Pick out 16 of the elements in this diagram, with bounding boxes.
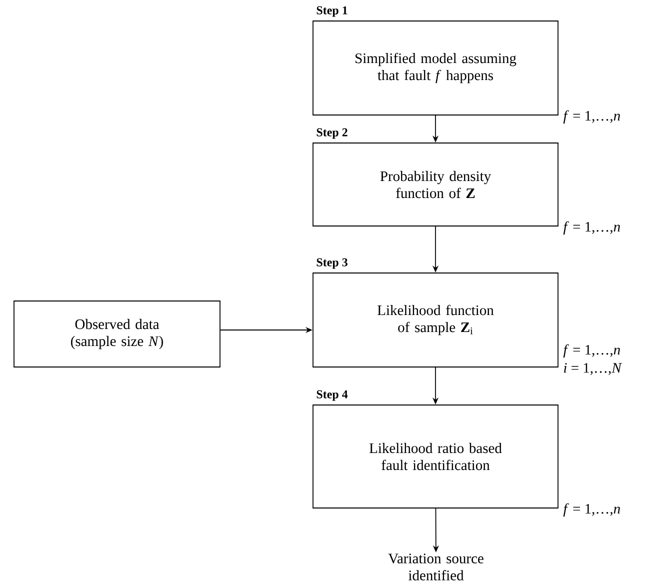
index-range: i = 1,…,N <box>564 363 622 375</box>
result-text: Variation source identified <box>388 554 484 580</box>
index-range: f = 1,…,n <box>563 221 620 235</box>
step-label: Step 1 <box>316 6 348 17</box>
index-range: f = 1,…,n <box>563 503 620 517</box>
step-label: Step 3 <box>316 258 348 269</box>
step-label: Step 2 <box>316 128 348 139</box>
box-text: Likelihood function of sample Z$_{i}$ <box>378 304 494 336</box>
index-range: f = 1,…,n <box>563 344 620 358</box>
process-box <box>14 300 220 368</box>
box-text: Observed data (sample size N) <box>71 318 163 350</box>
box-text: Simplified model assuming that fault f happens <box>356 52 516 84</box>
step-label: Step 4 <box>316 390 348 401</box>
index-range: f = 1,…,n <box>563 110 620 124</box>
box-text: Probability density function of Z <box>380 170 492 198</box>
box-text: Likelihood ratio based fault identification <box>370 442 502 470</box>
